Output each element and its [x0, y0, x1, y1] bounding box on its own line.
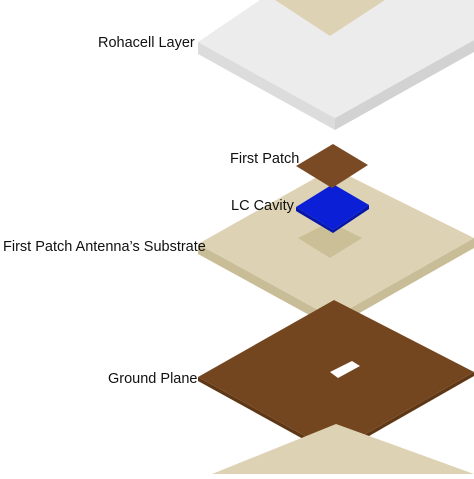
- substrate-side-left: [198, 244, 333, 328]
- ground-plane-label: Ground Plane: [108, 371, 198, 387]
- substrate-cavity-recess: [298, 222, 362, 258]
- ground-plane-slot: [330, 361, 360, 378]
- first-patch: [296, 144, 368, 188]
- substrate-side-right: [333, 238, 474, 328]
- rohacell-layer: [198, 0, 474, 130]
- bottom-substrate-top: [212, 424, 474, 474]
- rohacell-side-left: [198, 42, 335, 130]
- rohacell-top: [198, 0, 474, 118]
- first-patch-label: First Patch: [230, 151, 300, 167]
- ground-plane-layer: [198, 300, 474, 456]
- lc-cavity-side: [296, 205, 369, 233]
- substrate-layer: [198, 168, 474, 328]
- lc-cavity-block: [296, 184, 369, 233]
- lc-cavity-label: LC Cavity: [231, 198, 294, 214]
- substrate-label: First Patch Antenna’s Substrate: [3, 239, 206, 255]
- first-patch-top: [296, 144, 368, 188]
- lc-cavity-top: [296, 184, 369, 230]
- rohacell-inlay: [275, 0, 385, 36]
- rohacell-layer-label: Rohacell Layer: [98, 35, 195, 51]
- bottom-substrate-layer: [212, 424, 474, 474]
- rohacell-side-right: [335, 40, 474, 130]
